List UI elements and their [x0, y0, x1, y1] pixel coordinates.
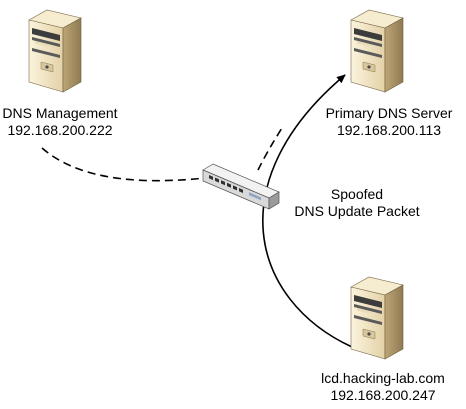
management-label: DNS Management 192.168.200.222 — [0, 105, 120, 139]
spoofed-packet-path — [262, 74, 353, 348]
attacker-ip: 192.168.200.247 — [330, 387, 436, 403]
dashed-connection-switch-to-primary — [257, 127, 283, 171]
network-switch-icon — [202, 163, 280, 210]
dashed-connection-management-to-switch — [41, 147, 206, 182]
packet-label-line2: DNS Update Packet — [294, 203, 420, 219]
packet-label: Spoofed DNS Update Packet — [270, 186, 444, 220]
management-name: DNS Management — [2, 105, 118, 121]
primary-name: Primary DNS Server — [325, 105, 453, 121]
attacker-name: lcd.hacking-lab.com — [321, 370, 445, 386]
attacker-label: lcd.hacking-lab.com 192.168.200.247 — [300, 370, 466, 404]
primary-ip: 192.168.200.113 — [336, 122, 442, 138]
server-icon-primary — [350, 9, 404, 93]
primary-label: Primary DNS Server 192.168.200.113 — [312, 105, 466, 139]
server-icon-attacker — [350, 276, 404, 360]
server-icon-management — [28, 9, 82, 93]
packet-label-line1: Spoofed — [330, 186, 384, 202]
management-ip: 192.168.200.222 — [7, 122, 113, 138]
